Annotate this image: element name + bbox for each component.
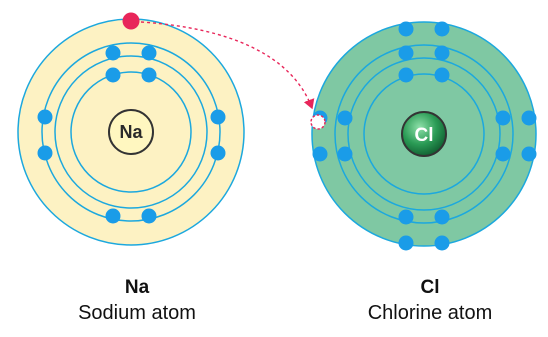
chlorine-shell-3 [334,44,514,224]
transferred-electron [122,12,140,30]
sodium-shell-3 [41,42,221,222]
sodium-shell-1 [70,71,192,193]
chlorine-nucleus [401,111,447,157]
electron [398,209,414,225]
electron [210,145,226,161]
electron [37,109,53,125]
sodium-electrons [37,45,226,224]
chlorine-shell-2 [347,57,501,211]
electron [337,146,353,162]
electron [434,45,450,61]
sodium-caption: Na Sodium atom [37,276,237,326]
electron [337,110,353,126]
electron [141,45,157,61]
chlorine-nucleus-symbol: Cl [415,125,434,146]
sodium-shell-2 [54,55,208,209]
sodium-nucleus-symbol: Na [119,122,143,142]
chlorine-symbol-label: Cl [420,277,440,298]
electron [141,208,157,224]
chlorine-name-label: Chlorine atom [367,302,493,324]
electron [398,21,414,37]
sodium-atom: Na [17,12,245,246]
electron [434,209,450,225]
chlorine-caption: Cl Chlorine atom [330,276,530,326]
electron [141,67,157,83]
electron [398,67,414,83]
electron [434,67,450,83]
electron [105,208,121,224]
electron-transfer-arrow [140,21,315,110]
electron [495,110,511,126]
electron-vacancy [310,114,326,130]
electron [37,145,53,161]
electron [434,235,450,251]
electron [521,110,537,126]
electron [434,21,450,37]
electron [105,67,121,83]
chlorine-electrons [312,21,537,251]
chlorine-atom: Cl [310,21,537,251]
electron [495,146,511,162]
sodium-name-label: Sodium atom [78,302,196,324]
electron [398,235,414,251]
electron [312,146,328,162]
electron [210,109,226,125]
electron [398,45,414,61]
chlorine-shell-1 [363,73,485,195]
sodium-nucleus [108,109,154,155]
sodium-symbol-label: Na [124,277,150,298]
electron [105,45,121,61]
electron [521,146,537,162]
